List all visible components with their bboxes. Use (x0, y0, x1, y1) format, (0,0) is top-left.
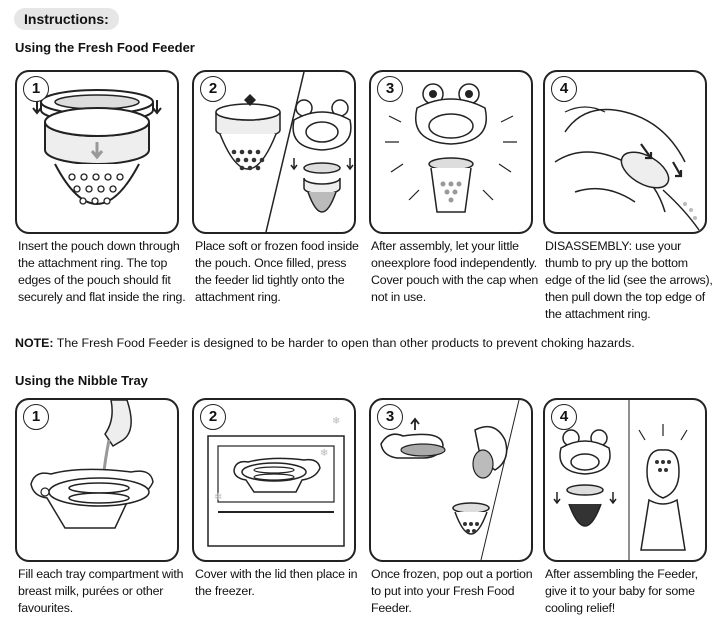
step-illustration-tray-4: 4 (543, 398, 707, 562)
note-text: NOTE: The Fresh Food Feeder is designed … (15, 336, 635, 350)
step-caption: DISASSEMBLY: use your thumb to pry up th… (545, 239, 713, 321)
step-caption: After assembly, let your little oneexplo… (371, 239, 539, 304)
step-illustration-tray-1: 1 (15, 398, 179, 562)
pop-out-illustration (380, 400, 520, 560)
step-number: 2 (200, 76, 226, 102)
step-illustration-feeder-4: 4 (543, 70, 707, 234)
fill-pouch-illustration (215, 72, 354, 232)
svg-text:❄: ❄ (332, 416, 340, 427)
step-number: 1 (23, 76, 49, 102)
step-number: 4 (551, 76, 577, 102)
step-number: 2 (200, 404, 226, 430)
instructions-label: Instructions: (14, 8, 119, 30)
step-caption: Fill each tray compartment with breast m… (18, 567, 184, 615)
step-number: 4 (551, 404, 577, 430)
section-title-fresh-food-feeder: Using the Fresh Food Feeder (15, 40, 195, 55)
fill-tray-illustration (30, 400, 154, 529)
step-caption: Once frozen, pop out a portion to put in… (371, 567, 533, 615)
step-illustration-tray-2: 2 ❄❄❄❄ (192, 398, 356, 562)
step-number: 3 (377, 76, 403, 102)
note-body: The Fresh Food Feeder is designed to be … (53, 336, 635, 350)
step-illustration-feeder-1: 1 (15, 70, 179, 234)
step-illustration-feeder-2: 2 (192, 70, 356, 234)
step-illustration-feeder-3: 3 (369, 70, 533, 234)
assembled-feeder-illustration (553, 400, 688, 560)
svg-text:❄: ❄ (320, 448, 328, 459)
step-caption: Cover with the lid then place in the fre… (195, 567, 358, 598)
step-caption: After assembling the Feeder, give it to … (545, 567, 698, 615)
freezer-illustration: ❄❄❄❄ (207, 416, 345, 547)
step-caption: Insert the pouch down through the attach… (18, 239, 186, 304)
step-caption: Place soft or frozen food inside the pou… (195, 239, 359, 304)
step-illustration-tray-3: 3 (369, 398, 533, 562)
section-title-nibble-tray: Using the Nibble Tray (15, 373, 148, 388)
step-number: 3 (377, 404, 403, 430)
disassembly-illustration (554, 106, 700, 231)
pouch-ring-illustration (32, 89, 162, 205)
feeder-assembled-illustration (385, 83, 517, 213)
note-label: NOTE: (15, 336, 54, 350)
svg-text:❄: ❄ (214, 492, 222, 503)
step-number: 1 (23, 404, 49, 430)
